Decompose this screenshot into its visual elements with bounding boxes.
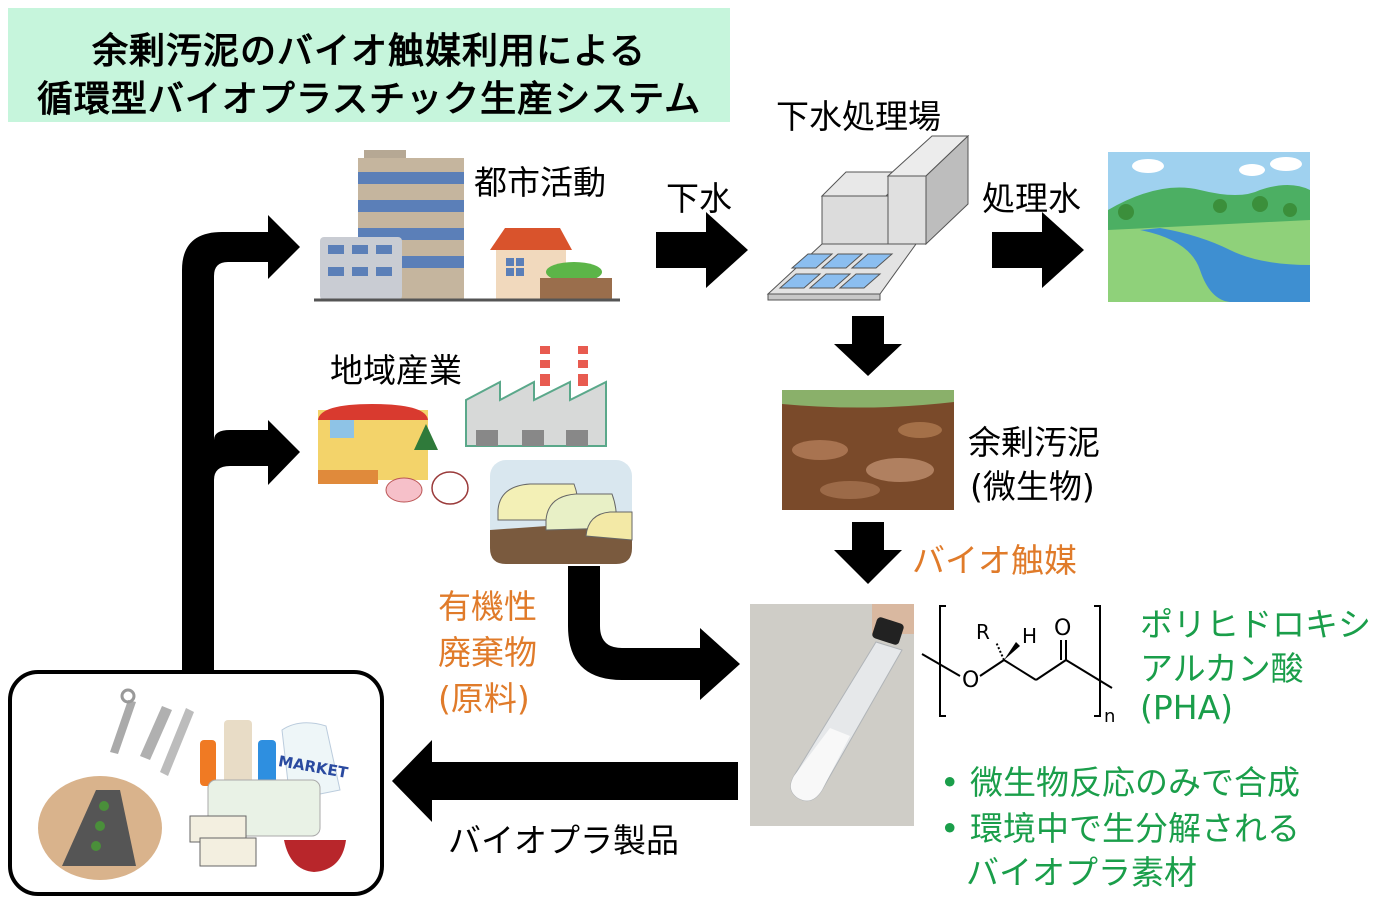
pha-chemical-structure	[921, 605, 1113, 717]
bioplastic-products-arrow	[392, 740, 738, 822]
bioplastic-products-illustration	[38, 688, 346, 880]
city-buildings-illustration	[314, 150, 620, 302]
structure-h-label: H	[1022, 624, 1038, 648]
pha-name-line-2: アルカン酸	[1140, 649, 1304, 688]
microorganism-label: (微生物)	[970, 467, 1095, 506]
organic-waste-label-3: (原料)	[438, 679, 530, 718]
biocatalyst-arrow	[834, 522, 902, 584]
structure-o-carbonyl-label: O	[1054, 616, 1072, 641]
sewage-plant-label: 下水処理場	[776, 97, 941, 136]
sludge-photo	[782, 390, 954, 510]
bioplastic-products-label: バイオプラ製品	[448, 821, 679, 860]
treatment-plant-illustration	[766, 134, 970, 301]
title-line-1: 余剰汚泥のバイオ触媒利用による	[92, 31, 646, 72]
excess-sludge-label: 余剰汚泥	[968, 423, 1100, 462]
pha-feature-2: • 環境中で生分解される	[940, 809, 1300, 848]
treated-water-arrow	[992, 212, 1084, 288]
down-arrow-to-sludge	[834, 316, 902, 376]
structure-o-ester-label: O	[962, 668, 980, 693]
feedback-arrow	[182, 215, 300, 672]
pha-name-line-1: ポリヒドロキシ	[1140, 605, 1371, 644]
structure-r-label: R	[976, 620, 990, 644]
pha-feature-1-text: 微生物反応のみで合成	[969, 763, 1300, 802]
pha-feature-2-text: 環境中で生分解される	[969, 809, 1300, 848]
river-landscape-illustration	[1108, 152, 1310, 302]
organic-waste-label-1: 有機性	[438, 587, 537, 626]
greenhouse-farm-illustration	[490, 460, 633, 564]
industry-illustration	[318, 346, 607, 505]
regional-industry-label: 地域産業	[330, 351, 462, 390]
organic-waste-label-2: 廃棄物	[438, 633, 537, 672]
biocatalyst-label: バイオ触媒	[912, 541, 1077, 580]
organic-waste-arrow	[568, 566, 740, 700]
pha-test-tube-photo	[750, 604, 914, 826]
sewage-label: 下水	[666, 179, 732, 218]
structure-n-label: n	[1104, 706, 1116, 727]
sewage-arrow	[656, 212, 748, 288]
urban-activity-label: 都市活動	[474, 163, 606, 202]
title-line-2: 循環型バイオプラスチック生産システム	[36, 79, 702, 120]
treated-water-label: 処理水	[982, 179, 1081, 218]
pha-feature-2-cont: バイオプラ素材	[966, 853, 1197, 892]
arrow-to-urban	[182, 215, 300, 672]
title-box: 余剰汚泥のバイオ触媒利用による 循環型バイオプラスチック生産システム	[8, 8, 730, 122]
pha-name-line-3: (PHA)	[1140, 688, 1234, 727]
pha-feature-1: • 微生物反応のみで合成	[940, 763, 1300, 802]
arrow-to-industry	[214, 420, 300, 485]
